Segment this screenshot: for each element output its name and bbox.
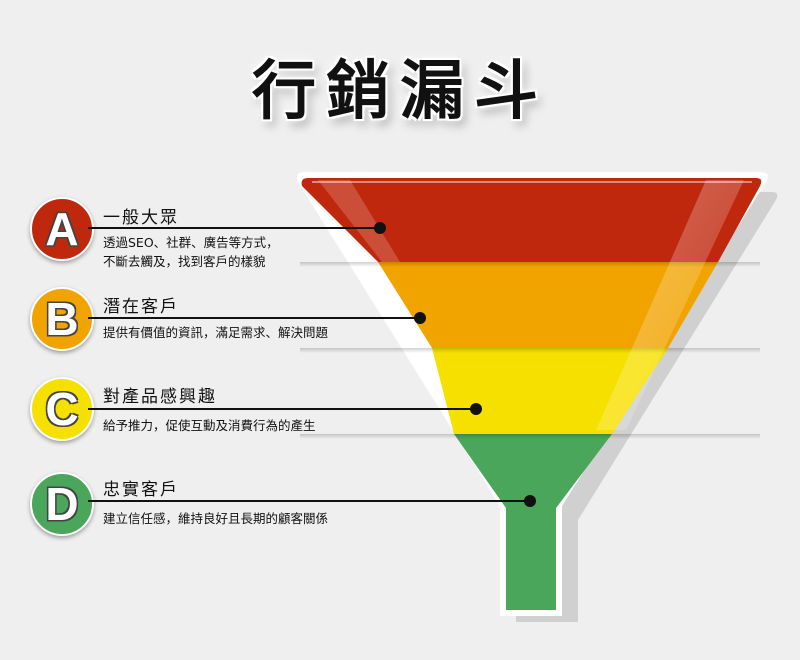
band-d-shade [300,434,760,454]
band-b-shade [300,262,760,282]
funnel-band-a [301,178,762,262]
funnel-highlight-right [596,180,744,430]
diagram-title: 行銷漏斗 [252,55,548,129]
funnel-highlight-left [318,180,400,262]
funnel-band-d [454,434,612,610]
funnel-band-b [378,262,718,348]
band-c-shade [300,348,760,368]
